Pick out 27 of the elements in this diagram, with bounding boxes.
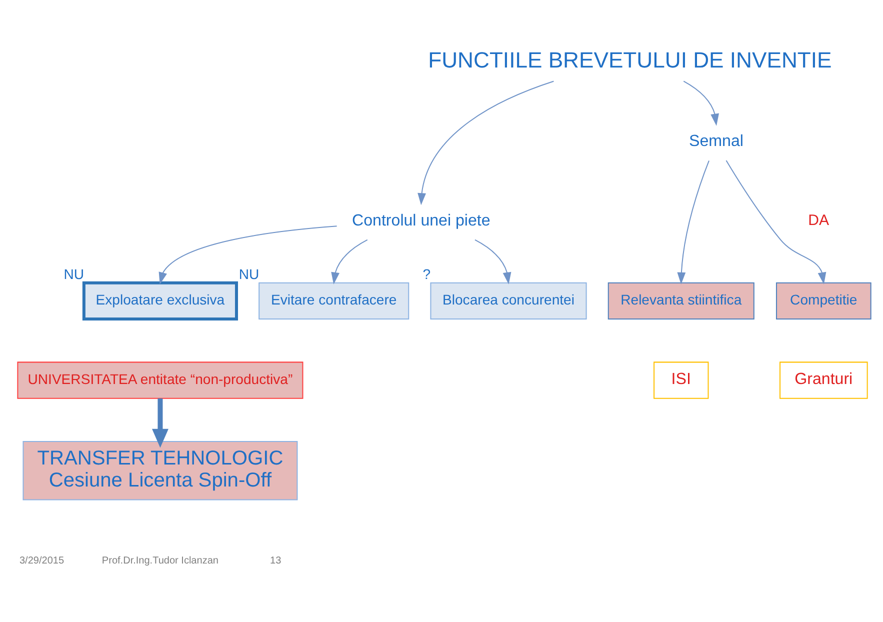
node-box: UNIVERSITATEA entitate “non-productiva” [17,362,304,399]
node-text: FUNCTIILE BREVETULUI DE INVENTIE [428,48,832,73]
node-text: Controlul unei piete [352,211,490,230]
node-box: Competitie [776,282,872,320]
node-label: NU [64,266,84,282]
arrow [726,160,826,284]
node-box: Exploatare exclusiva [82,281,238,321]
node-box: ISI [654,362,709,399]
node-box: Granturi [780,362,868,399]
arrow [418,80,554,206]
node-label: NU [238,266,260,282]
node-box: Evitare contrafacere [258,282,410,320]
arrow [474,239,512,284]
label: Prof.Dr.Ing.Tudor Iclanzan [102,555,218,566]
node-label: ? [422,266,431,282]
arrow [683,80,719,126]
arrow [158,226,337,284]
arrow [331,239,368,284]
arrow [677,160,710,284]
node-box: Relevanta stiintifica [608,282,754,320]
label: 3/29/2015 [20,555,64,566]
arrow [152,398,168,448]
node-box: TRANSFER TEHNOLOGIC Cesiune Licenta Spin-Off [22,440,298,500]
node-text: Semnal [689,132,744,150]
node-box: Blocarea concurentei [430,282,587,320]
label: DA [808,212,830,230]
label: 13 [270,555,282,566]
